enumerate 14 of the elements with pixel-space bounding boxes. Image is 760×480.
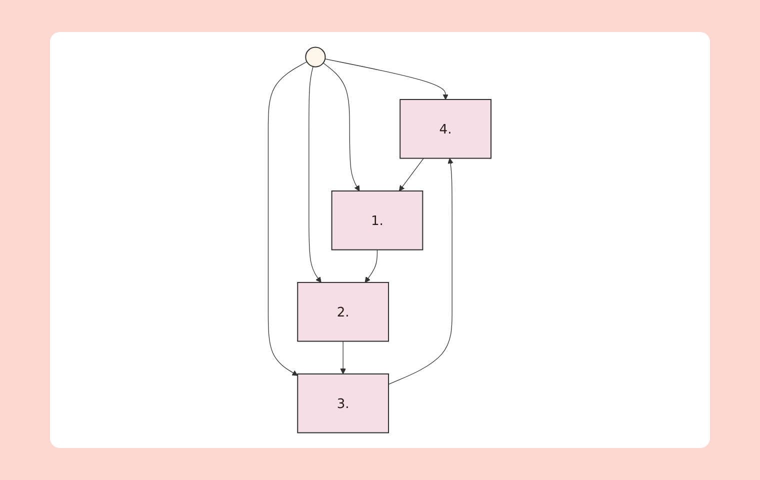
node-box: [332, 190, 424, 250]
arrow: [325, 58, 449, 100]
arrow: [340, 340, 346, 374]
arrow: [308, 66, 322, 283]
arrow: [399, 158, 424, 192]
arrow: [365, 249, 378, 283]
node-circle: [306, 46, 326, 68]
node-box: [400, 99, 492, 159]
node-box: [298, 282, 390, 342]
arrow: [268, 61, 308, 376]
node-box: [298, 373, 390, 434]
arrow: [323, 62, 360, 192]
card-background: 4. 3. 1. 2.: [50, 32, 710, 448]
arrow: [388, 158, 454, 385]
